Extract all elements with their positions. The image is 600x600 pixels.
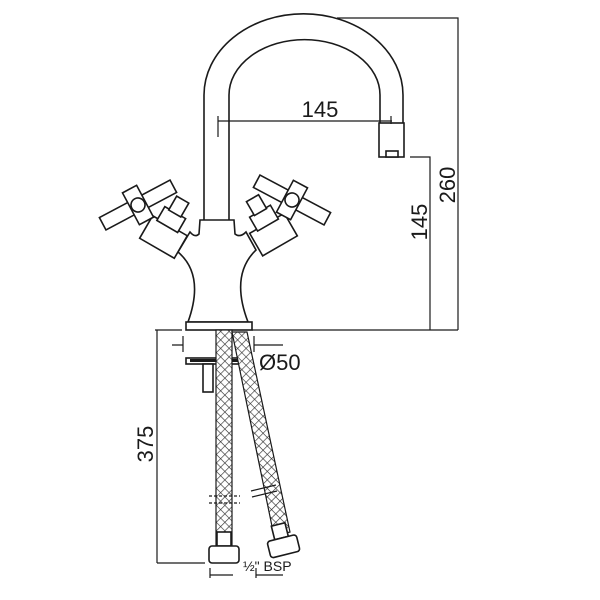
tap-body — [176, 219, 257, 331]
dimension-lines — [155, 17, 459, 578]
right-cross-handle — [245, 173, 332, 257]
spout — [203, 12, 405, 220]
left-cross-handle — [98, 178, 190, 260]
base-diameter-label: Ø50 — [259, 350, 301, 375]
flexible-hoses — [208, 329, 301, 564]
outlet-height-label: 145 — [407, 204, 432, 241]
connection-size-label: ½" BSP — [243, 558, 292, 574]
total-height-label: 260 — [435, 167, 460, 204]
hose-length-label: 375 — [133, 426, 158, 463]
spout-reach-label: 145 — [302, 97, 339, 122]
